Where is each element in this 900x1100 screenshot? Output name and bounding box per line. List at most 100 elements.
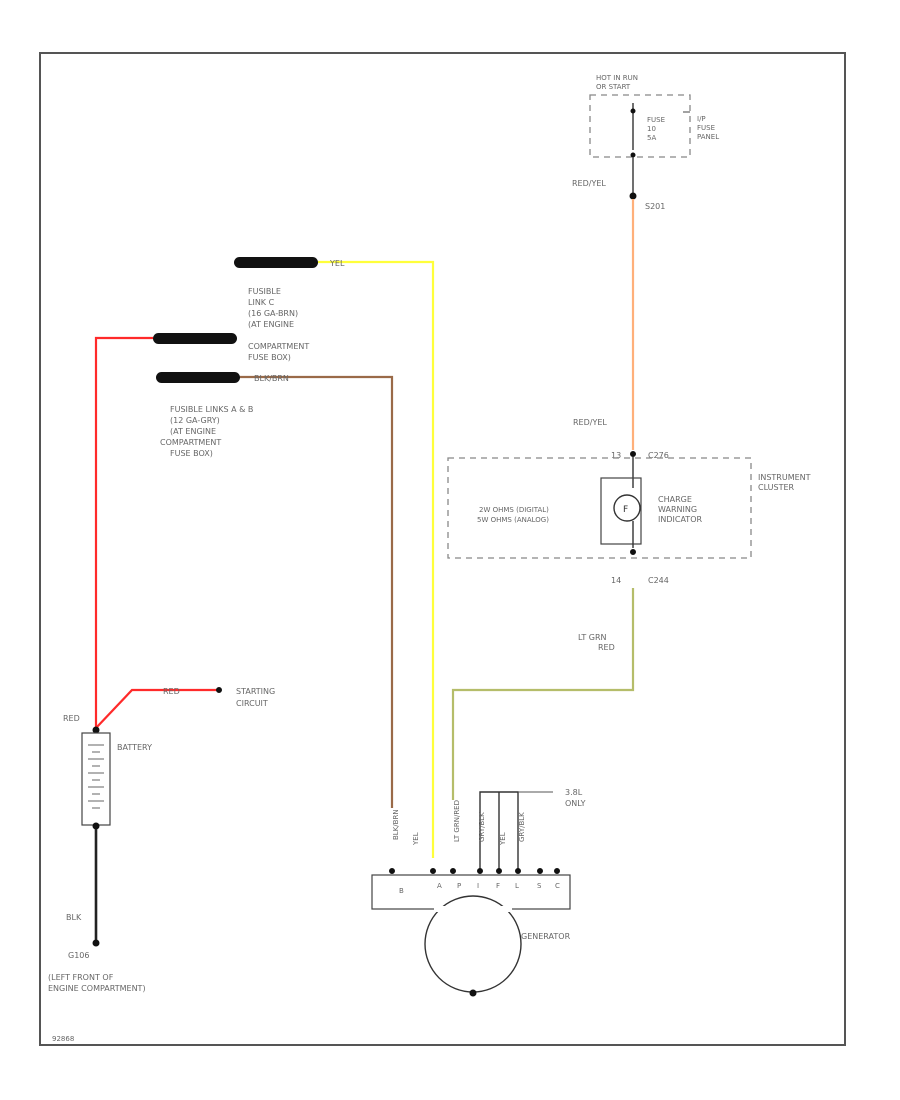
connector-c276-pin-number: 13 [611,451,621,460]
fuse-label-line3: 5A [647,134,656,142]
connector-c244-label: C244 [648,576,669,585]
ground-location-line1: (LEFT FRONT OF [48,973,114,982]
generator-terminal-pin [554,868,560,874]
generator-wire-tag: LT GRN/RED [453,800,461,842]
wire-label-yel: YEL [329,259,345,268]
generator: 3.8L ONLY BLK/BRN YEL LT GRN/RED GRY/BLK… [371,788,586,997]
wire-label-blk-ground: BLK [66,913,82,922]
generator-wire-tag: YEL [412,832,420,846]
wire-label-red-yel-mid: RED/YEL [573,418,607,427]
generator-wire-tag: GRY/BLK [478,812,486,842]
starting-circuit-terminal [216,687,222,693]
charge-indicator-label-line2: WARNING [658,505,697,514]
instrument-cluster-label-line1: INSTRUMENT [758,473,811,482]
fusible-links-a-b-label-line5: FUSE BOX) [170,449,213,458]
ground-g106-label: G106 [68,951,89,960]
wire-label-blk-brn: BLK/BRN [254,374,289,383]
generator-terminal-pin [477,868,483,874]
charge-indicator-label-line1: CHARGE [658,495,692,504]
wire-red-starting [95,688,218,729]
terminal-letter: S [537,882,542,890]
bulb-note-analog: 5W OHMS (ANALOG) [477,516,549,524]
battery-negative-terminal [92,822,100,830]
fusible-links-a-b [156,372,240,383]
wire-yel [318,260,435,858]
instrument-cluster-outline [447,457,752,559]
battery-label: BATTERY [117,743,152,752]
instrument-cluster-label-line2: CLUSTER [758,483,795,492]
fusible-links-a-b-label-line4: COMPARTMENT [160,438,221,447]
terminal-letter: B [399,887,404,895]
fuse-block-header-line1: HOT IN RUN [596,74,638,82]
generator-ground-point [469,989,477,997]
generator-terminal-pin [389,868,395,874]
generator-note-line2: ONLY [565,799,586,808]
fusible-links-a-b-label-line3: (AT ENGINE [170,427,216,436]
fuse-panel-label-line1: I/P [697,115,706,123]
battery-positive-terminal [92,726,100,734]
ground-location-line2: ENGINE COMPARTMENT) [48,984,146,993]
fusible-link-c-label-line5: COMPARTMENT [248,342,309,351]
connector-c276-pin [630,451,636,457]
footer-code: 92868 [52,1035,74,1043]
terminal-letter: F [496,882,500,890]
fuse-panel-label-line2: FUSE [697,124,715,132]
fuse-node-top [630,108,636,114]
terminal-letter: P [457,882,461,890]
generator-terminal-pin [430,868,436,874]
diagram-frame [39,52,846,1046]
splice-s201 [629,192,637,200]
generator-neck [434,906,512,912]
charge-warning-lamp [613,494,641,522]
wire-label-lt-grn: LT GRN [578,633,607,642]
wire-red-battery [94,336,153,730]
charge-indicator-label-line3: INDICATOR [658,515,702,524]
wire-blk-brn [240,375,394,808]
fuse-label-line2: 10 [647,125,656,133]
fusible-link-c-label-line2: LINK C [248,298,275,307]
battery: BATTERY [81,726,152,830]
fusible-link-yel [234,257,318,268]
starting-circuit-label-line1: STARTING [236,687,275,696]
fusible-link-c-label-line6: FUSE BOX) [248,353,291,362]
charge-indicator-housing [600,477,642,545]
fusible-link-c-label-line3: (16 GA-BRN) [248,309,298,318]
connector-c244-pin [630,549,636,555]
connector-c244-pin-number: 14 [611,576,621,585]
fusible-link-c [153,333,237,344]
terminal-letter: C [555,882,560,890]
fuse-block-outline [589,94,691,158]
fusible-links-a-b-label-line2: (12 GA-GRY) [170,416,220,425]
wire-lt-grn-red [451,588,635,800]
generator-wire-tag: BLK/BRN [392,809,400,840]
fuse-panel-label-line3: PANEL [697,133,719,141]
generator-terminal-pin [450,868,456,874]
fusible-link-c-label-line4: (AT ENGINE [248,320,294,329]
generator-terminal-pin [496,868,502,874]
generator-label: GENERATOR [521,932,571,941]
ground-g106 [92,939,100,947]
terminal-letter: A [437,882,442,890]
wire-label-red-stripe: RED [598,643,615,652]
wire-label-red-starting: RED [163,687,180,696]
terminal-letter: I [477,882,479,890]
generator-terminal-pin [537,868,543,874]
fuse-node-bottom [630,152,636,158]
bulb-note-digital: 2W OHMS (DIGITAL) [479,506,549,514]
fuse-block-header-line2: OR START [596,83,631,91]
fusible-links-a-b-label-line1: FUSIBLE LINKS A & B [170,405,253,414]
battery-case [81,732,111,826]
starting-circuit-label-line2: CIRCUIT [236,699,268,708]
charge-warning-lamp-symbol: F [623,505,628,515]
generator-note-line1: 3.8L [565,788,583,797]
generator-terminal-pin [515,868,521,874]
instrument-cluster: INSTRUMENT CLUSTER F CHARGE WARNING INDI… [447,457,811,559]
fuse-label-line1: FUSE [647,116,665,124]
terminal-letter: L [515,882,519,890]
generator-wire-tag: YEL [499,832,507,846]
wire-label-red-yel-top: RED/YEL [572,179,606,188]
generator-wire-tag: GRY/BLK [518,812,526,842]
connector-c276-label: C276 [648,451,669,460]
fusible-link-c-label-line1: FUSIBLE [248,287,281,296]
